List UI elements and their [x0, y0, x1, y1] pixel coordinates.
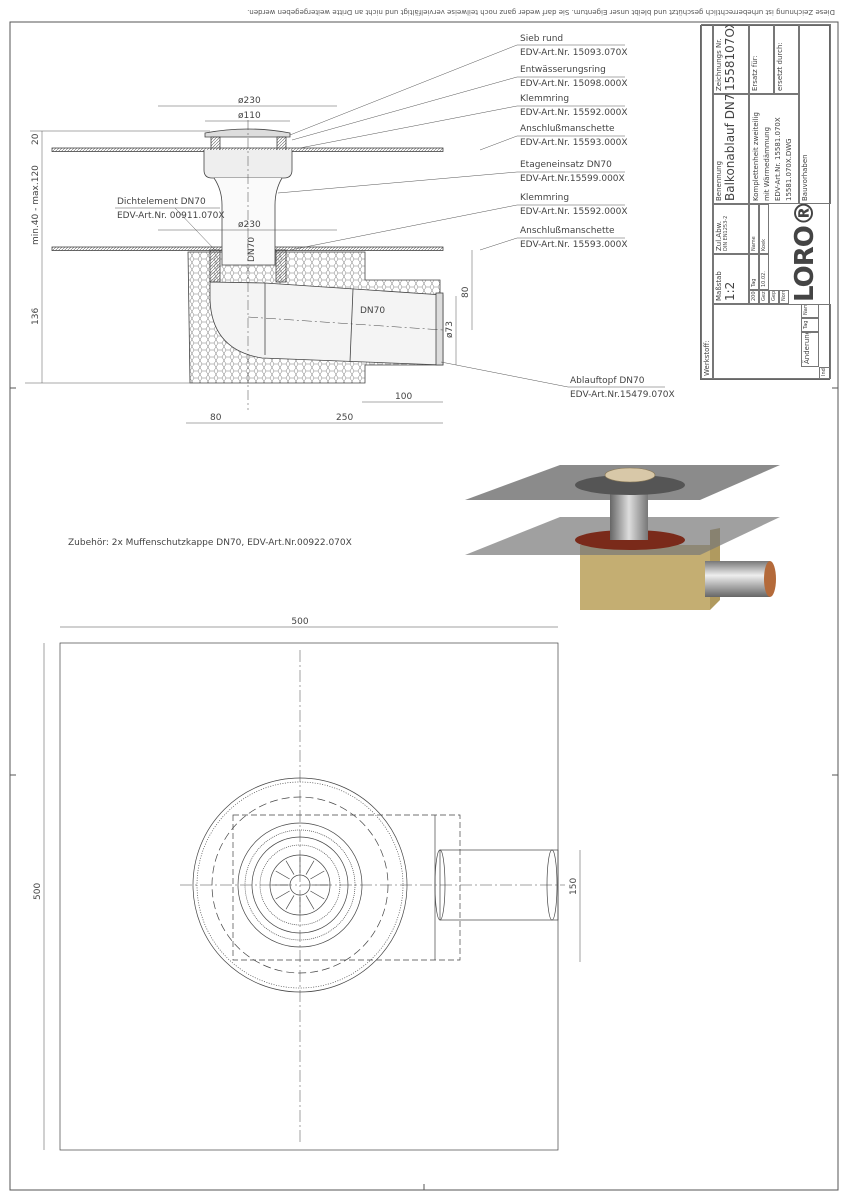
- dim-d73: ø73: [445, 321, 455, 338]
- dim-d230-mid: ø230: [238, 220, 261, 230]
- massstab-label: Maßstab: [715, 271, 723, 301]
- name-label: Name: [749, 204, 759, 254]
- callout-klemmring-2: Klemmring: [520, 193, 569, 203]
- strainer-spoke: [275, 870, 290, 880]
- gepr-label: Gepr.: [769, 290, 779, 304]
- loro-logo: LORO®: [790, 204, 820, 302]
- description-line: Komplettenheit zweiteilig: [752, 112, 760, 201]
- year: 2006: [749, 290, 759, 304]
- zul-abw-value: DIN EN1253-2: [723, 215, 729, 251]
- tag-label: Tag: [749, 254, 759, 290]
- bauvorhaben-label: Bauvorhaben: [799, 24, 831, 204]
- callout-art: EDV-Art.Nr. 15093.070X: [520, 48, 628, 58]
- title-block: Werkstoff: Index Änderung Tag Name Maßst…: [700, 24, 831, 380]
- ersatz-fuer-label: Ersatz für:: [749, 24, 774, 94]
- zul-abw-label: Zul.Abw.: [715, 221, 723, 251]
- accessory-note: Zubehör: 2x Muffenschutzkappe DN70, EDV-…: [68, 538, 352, 548]
- zeichnungs-nr-label: Zeichnungs Nr.: [715, 38, 723, 91]
- dim-20: 20: [31, 133, 41, 145]
- dim-d110: ø110: [238, 111, 261, 121]
- dn70-vertical: DN70: [247, 237, 257, 262]
- revision-tag-label: Tag: [801, 318, 819, 332]
- zul-abw-cell: Zul.Abw.DIN EN1253-2: [713, 204, 749, 254]
- callout-ablauftopf: Ablauftopf DN70: [570, 376, 645, 386]
- dim-range: min.40 - max.120: [31, 165, 41, 245]
- section-dimensions: [25, 105, 473, 424]
- callout-art: EDV-Art.Nr.15479.070X: [570, 390, 675, 400]
- werkstoff-label: Werkstoff:: [701, 24, 713, 379]
- dn70-horizontal: DN70: [360, 306, 385, 316]
- ersetzt-durch-label: ersetzt durch:: [774, 24, 799, 94]
- callouts: [115, 44, 665, 388]
- strainer-spoke: [310, 870, 325, 880]
- section-dimension-labels: ø230 ø110 ø230 20 min.40 - max.120 136 8…: [31, 96, 471, 423]
- dim-d230-top: ø230: [238, 96, 261, 106]
- dim-250: 250: [336, 413, 353, 423]
- callout-etageneinsatz: Etageneinsatz DN70: [520, 160, 612, 170]
- 3d-render: [465, 465, 780, 610]
- callout-anschlussmanschette: Anschlußmanschette: [520, 124, 615, 134]
- callout-klemmring: Klemmring: [520, 94, 569, 104]
- massstab-value: 1:2: [723, 281, 737, 301]
- callout-art: EDV-Art.Nr. 15592.000X: [520, 207, 628, 217]
- strainer-spoke: [285, 895, 295, 910]
- callout-anschlussmanschette-2: Anschlußmanschette: [520, 226, 615, 236]
- strainer-spoke: [285, 860, 295, 875]
- callout-entwaesserungsring: Entwässerungsring: [520, 65, 606, 75]
- callout-sieb-rund: Sieb rund: [520, 34, 563, 44]
- zeichnungs-nr-cell: Zeichnungs Nr.1558107OX: [713, 24, 749, 94]
- plan-dim-width: 500: [291, 617, 308, 627]
- index-label: Index: [819, 367, 831, 379]
- callout-art: EDV-Art.Nr. 00911.070X: [117, 211, 225, 221]
- dim-100: 100: [395, 392, 412, 402]
- callout-art: EDV-Art.Nr. 15592.000X: [520, 108, 628, 118]
- section-view: [51, 120, 444, 410]
- plan-view: [43, 626, 581, 1151]
- plan-dim-outlet: 150: [569, 878, 579, 895]
- gez-date: 10.02.: [759, 254, 769, 290]
- callout-labels: Sieb rund EDV-Art.Nr. 15093.070X Entwäss…: [117, 34, 675, 400]
- gez-name: Koek: [759, 204, 769, 254]
- callout-art: EDV-Art.Nr. 15098.000X: [520, 79, 628, 89]
- plan-dim-height: 500: [33, 883, 43, 900]
- strainer-spoke: [305, 895, 315, 910]
- zeichnungs-nr-value: 1558107OX: [723, 24, 737, 91]
- strainer-spoke: [305, 860, 315, 875]
- strainer-spoke: [310, 890, 325, 900]
- benennung-value: Balkonablauf DN70: [723, 94, 737, 201]
- callout-art: EDV-Art.Nr. 15593.000X: [520, 138, 628, 148]
- benennung-label: Benennung: [715, 160, 723, 201]
- description-cell: Komplettenheit zweiteilig mit Wärmedämmu…: [749, 94, 799, 204]
- callout-art: EDV-Art.Nr. 15593.000X: [520, 240, 628, 250]
- description-line: mit Wärmedämmung: [763, 126, 771, 201]
- callout-dichtelement: Dichtelement DN70: [117, 197, 206, 207]
- callout-art: EDV-Art.Nr.15599.000X: [520, 174, 625, 184]
- norm-label: Norm.: [779, 290, 789, 304]
- dim-h80: 80: [461, 286, 471, 298]
- aenderung-label: Änderung: [801, 332, 819, 367]
- dim-80: 80: [210, 413, 222, 423]
- description-line: 15581.070X.DWG: [785, 138, 793, 201]
- revision-name-label: Name: [801, 304, 819, 318]
- dim-136: 136: [31, 308, 41, 325]
- gez-label: Gez.: [759, 290, 769, 304]
- plan-square: [59, 642, 559, 1151]
- strainer-spoke: [275, 890, 290, 900]
- description-line: EDV-Art.Nr. 15581.070X: [774, 117, 782, 201]
